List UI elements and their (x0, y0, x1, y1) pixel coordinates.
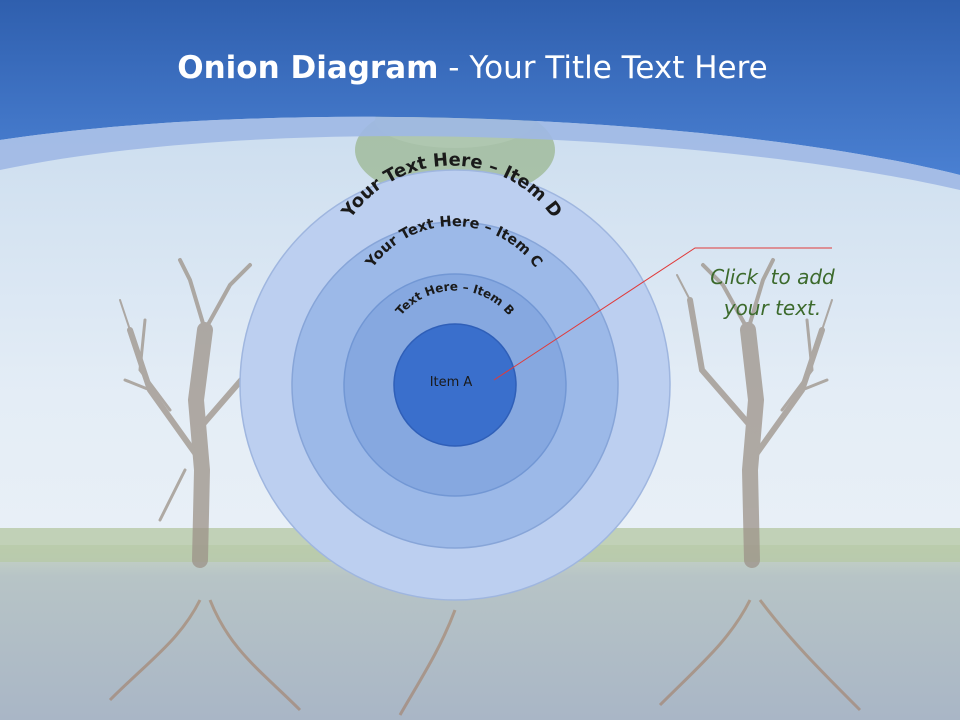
right-tree (676, 258, 833, 568)
callout-text[interactable]: Click to add your text. (690, 262, 855, 324)
left-tree (119, 258, 276, 568)
callout-line-1: Click to add (710, 265, 835, 289)
layer-a-label: Item A (430, 375, 473, 390)
callout-leader-line (493, 247, 832, 381)
page-title: Onion Diagram - Your Title Text Here (0, 48, 945, 88)
header-swoosh (0, 116, 960, 190)
roots (108, 599, 862, 716)
title-rest: - Your Title Text Here (438, 50, 768, 86)
header-banner (0, 0, 960, 175)
callout-line-2: your text. (723, 296, 822, 320)
onion-layer-a[interactable] (393, 323, 517, 447)
title-bold: Onion Diagram (177, 50, 439, 86)
